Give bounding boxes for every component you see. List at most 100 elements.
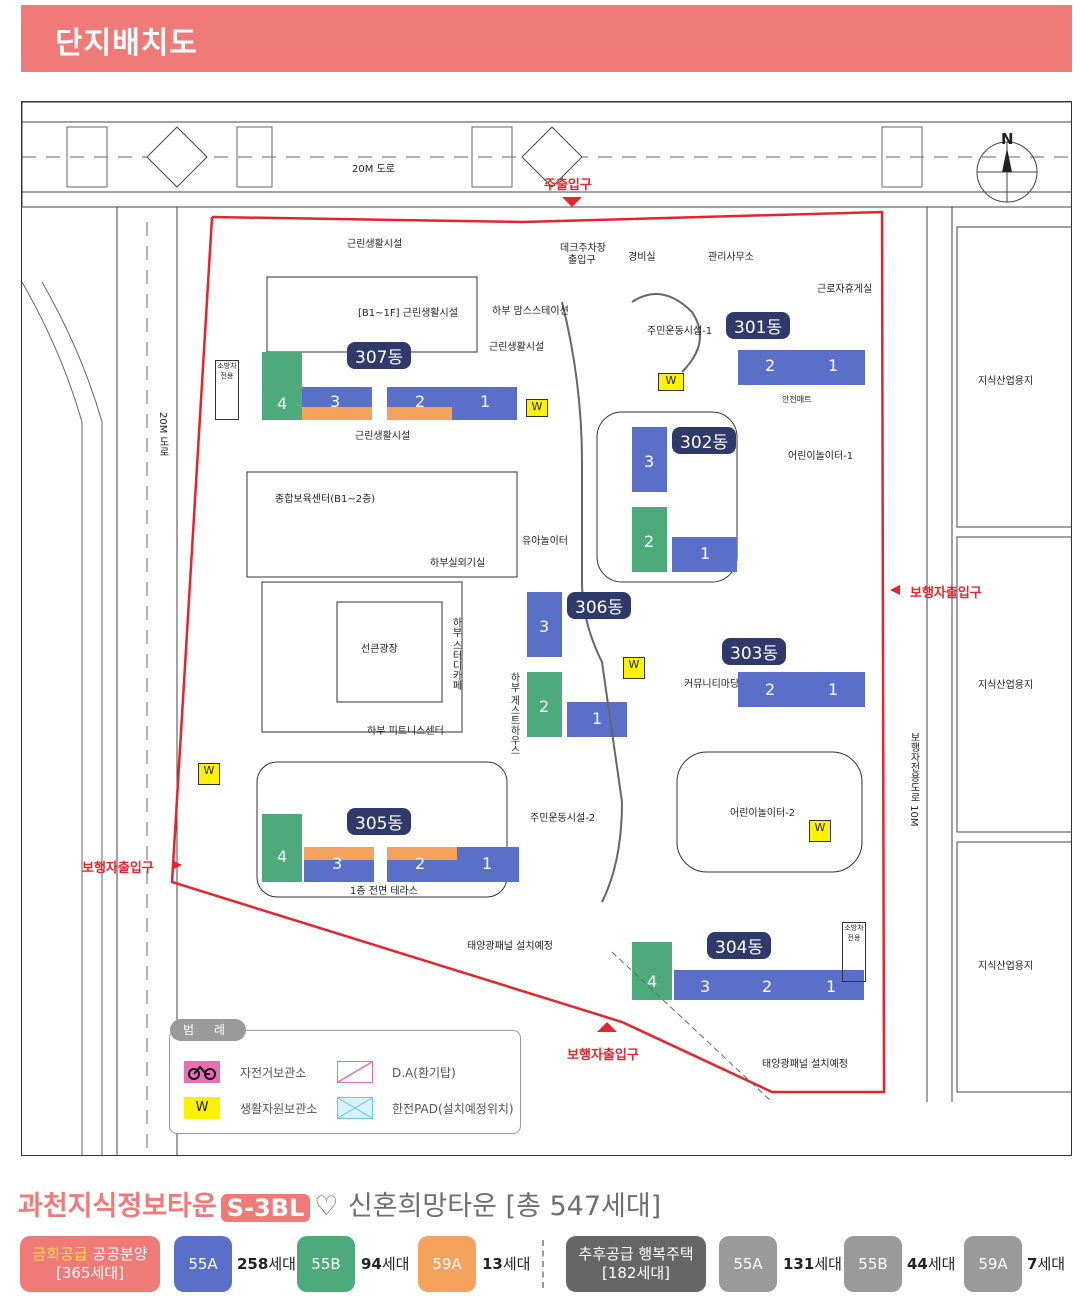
public-55b-pill: 55B xyxy=(297,1236,355,1292)
w-box-2: W xyxy=(526,399,548,417)
diagonal-box-icon xyxy=(337,1061,373,1083)
site-plan-map: 20M 도로 20M 도로 보행자전용도로 10M N 주출입구 보행자출입구 … xyxy=(21,101,1072,1156)
facility-neighborhood-307: 근린생활시설 xyxy=(355,431,411,442)
facility-childcare-center: 종합보육센터(B1~2층) xyxy=(275,494,376,505)
public-55a-count: 258세대 xyxy=(237,1255,296,1273)
unit-304-1: 1 xyxy=(826,977,837,996)
public-59a-count: 13세대 xyxy=(482,1255,531,1273)
unit-301-1: 1 xyxy=(828,356,839,375)
unit-304-4: 4 xyxy=(647,972,658,991)
footer-title-right: 신혼희망타운 [총 547세대] xyxy=(347,1191,662,1222)
facility-lower-mamsstation: 하부 맘스스테이션 xyxy=(492,306,569,317)
unit-303-1: 1 xyxy=(828,680,839,699)
site-plan-drawing xyxy=(22,102,1071,1155)
public-label-sub: [365세대] xyxy=(56,1264,124,1282)
rental-55b-count: 44세대 xyxy=(907,1255,956,1273)
facility-guard: 경비실 xyxy=(628,252,656,263)
legend-label-da: D.A(환기탑) xyxy=(392,1066,456,1080)
public-55b-count: 94세대 xyxy=(361,1255,410,1273)
facility-kids-playground-1: 어린이놀이터-1 xyxy=(788,451,854,462)
unit-307-1: 1 xyxy=(480,392,491,411)
w-box-icon: W xyxy=(184,1097,220,1119)
facility-lower-neighborhood: 근린생활시설 xyxy=(489,342,545,353)
facility-solar-304: 태양광패널 설치예정 xyxy=(762,1059,848,1070)
unit-307-3: 3 xyxy=(330,392,341,411)
bicycle-icon xyxy=(184,1061,220,1083)
unit-304-3: 3 xyxy=(700,977,711,996)
legend-label-w: 생활자원보관소 xyxy=(240,1102,318,1116)
facility-community-yard: 커뮤니티마당 xyxy=(684,679,740,690)
unit-307-2: 2 xyxy=(415,392,426,411)
rental-label: 추후공급 행복주택 xyxy=(578,1245,694,1263)
main-entrance-label: 주출입구 xyxy=(544,178,592,193)
w-box-3: W xyxy=(623,657,645,679)
unit-304-2: 2 xyxy=(762,977,773,996)
unit-306-3: 3 xyxy=(539,617,550,636)
facility-lower-outdoor: 하부실외기실 xyxy=(430,558,486,569)
safety-mat-label: 안전매트 xyxy=(782,395,812,404)
rental-label-sub: [182세대] xyxy=(602,1264,670,1282)
building-305-badge: 305동 xyxy=(347,808,412,835)
north-label: N xyxy=(1001,130,1014,148)
facility-deck-parking-entrance: 출입구 xyxy=(568,255,596,266)
unit-305-4: 4 xyxy=(277,847,288,866)
building-301-badge: 301동 xyxy=(726,312,791,339)
top-road-label: 20M 도로 xyxy=(352,164,395,175)
unit-303-2: 2 xyxy=(765,680,776,699)
industrial-lot-3: 지식산업용지 xyxy=(978,961,1034,972)
unit-306-1: 1 xyxy=(592,709,603,728)
facility-lower-study: 하부 스터디카페 xyxy=(450,617,461,691)
page-title: 단지배치도 xyxy=(55,26,198,61)
unit-305-3: 3 xyxy=(332,854,343,873)
building-306-badge: 306동 xyxy=(567,592,632,619)
legend-label-bicycle: 자전거보관소 xyxy=(240,1066,307,1080)
w-box-1: W xyxy=(658,373,684,391)
facility-lower-guesthouse: 하부 게스트하우스 xyxy=(508,672,519,756)
building-307-badge: 307동 xyxy=(347,342,412,369)
rental-59a-count: 7세대 xyxy=(1027,1255,1066,1273)
header-bar xyxy=(21,5,1072,72)
unit-302-3: 3 xyxy=(644,452,655,471)
facility-toddler-playground: 유아놀이터 xyxy=(522,536,568,547)
footer-divider xyxy=(542,1240,544,1288)
unit-306-2: 2 xyxy=(539,697,550,716)
industrial-lot-2: 지식산업용지 xyxy=(978,680,1034,691)
unit-305-2: 2 xyxy=(415,854,426,873)
facility-neighborhood-top: 근린생활시설 xyxy=(347,239,403,250)
public-55a-pill: 55A xyxy=(174,1236,232,1292)
facility-sunken-plaza: 선큰광장 xyxy=(361,644,398,655)
industrial-lot-1: 지식산업용지 xyxy=(978,376,1034,387)
legend-label-kepco: 한전PAD(설치예정위치) xyxy=(392,1102,514,1116)
building-304-badge: 304동 xyxy=(707,932,772,959)
fire-truck-sign-2: 소방차 전용 xyxy=(842,922,866,982)
public-label-highlight: 금회공급 xyxy=(32,1245,88,1263)
w-box-5: W xyxy=(809,820,831,842)
unit-307-4: 4 xyxy=(277,394,288,413)
facility-solar-305: 태양광패널 설치예정 xyxy=(467,941,553,952)
w-box-4: W xyxy=(198,763,220,785)
rental-59a-pill: 59A xyxy=(964,1236,1022,1292)
cross-box-icon xyxy=(337,1097,373,1119)
building-302-badge: 302동 xyxy=(672,427,737,454)
footer-title-left: 과천지식정보타운 xyxy=(18,1191,217,1222)
facility-terrace: 1층 전면 테라스 xyxy=(350,886,418,897)
facility-deck-parking: 데크주차장 xyxy=(560,243,606,254)
public-59a-pill: 59A xyxy=(418,1236,476,1292)
rental-55b-pill: 55B xyxy=(844,1236,902,1292)
unit-302-1: 1 xyxy=(700,544,711,563)
facility-worker-lounge: 근로자휴게실 xyxy=(817,284,873,295)
facility-neighborhood-b1: [B1~1F] 근린생활시설 xyxy=(358,308,458,319)
unit-301-2: 2 xyxy=(765,356,776,375)
heart-house-icon: ♡ xyxy=(314,1191,339,1222)
pedestrian-entrance-right-label: 보행자출입구 xyxy=(910,586,982,601)
legend-title: 범 례 xyxy=(170,1019,246,1041)
facility-resident-sports-1: 주민운동시설-1 xyxy=(647,326,713,337)
pedestrian-entrance-bottom-label: 보행자출입구 xyxy=(567,1048,639,1063)
facility-resident-sports-2: 주민운동시설-2 xyxy=(530,813,596,824)
left-road-label: 20M 도로 xyxy=(157,412,168,457)
right-road-label: 보행자전용도로 10M xyxy=(908,732,919,827)
facility-lower-fitness: 하부 피트니스센터 xyxy=(367,726,444,737)
facility-kids-playground-2: 어린이놀이터-2 xyxy=(730,808,796,819)
public-supply-box: 금회공급 공공분양 [365세대] xyxy=(20,1236,160,1292)
